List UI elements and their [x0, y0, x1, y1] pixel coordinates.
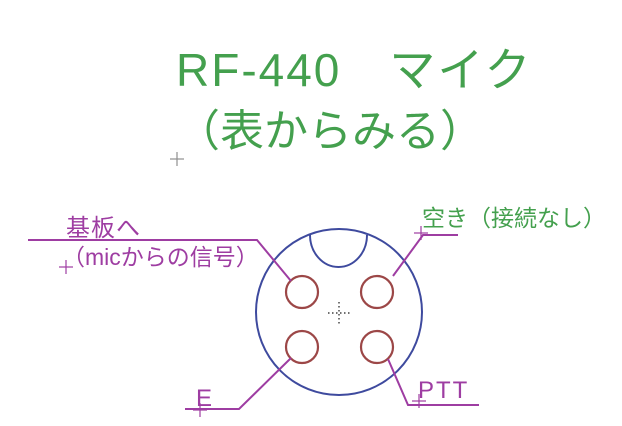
anchor-cross-title	[170, 152, 184, 166]
leader-line-not-connected	[392, 234, 458, 277]
page-subtitle: （表からみる）	[176, 107, 484, 156]
label-to-board: 基板へ	[66, 215, 141, 242]
pin-upper-left	[284, 274, 320, 310]
anchor-cross-earth	[193, 403, 207, 417]
keyway-notch-arc	[309, 234, 368, 268]
pin-lower-left	[284, 329, 320, 365]
center-crosshair	[328, 302, 350, 325]
label-mic-signal: （micからの信号）	[62, 244, 259, 270]
pin-upper-right	[359, 274, 395, 310]
anchor-cross-not-connected	[414, 226, 428, 240]
leader-line-to-board	[28, 239, 292, 282]
label-not-connected: 空き（接続なし）	[422, 205, 606, 231]
label-ptt: PTT	[418, 377, 470, 404]
leader-line-earth	[185, 357, 292, 410]
anchor-cross-mic	[59, 260, 73, 274]
connector-outline-circle	[255, 228, 423, 396]
page-title: RF-440 マイク	[176, 44, 533, 96]
pin-lower-right	[359, 329, 395, 365]
anchor-cross-ptt	[412, 394, 426, 408]
leader-line-ptt	[387, 358, 479, 406]
